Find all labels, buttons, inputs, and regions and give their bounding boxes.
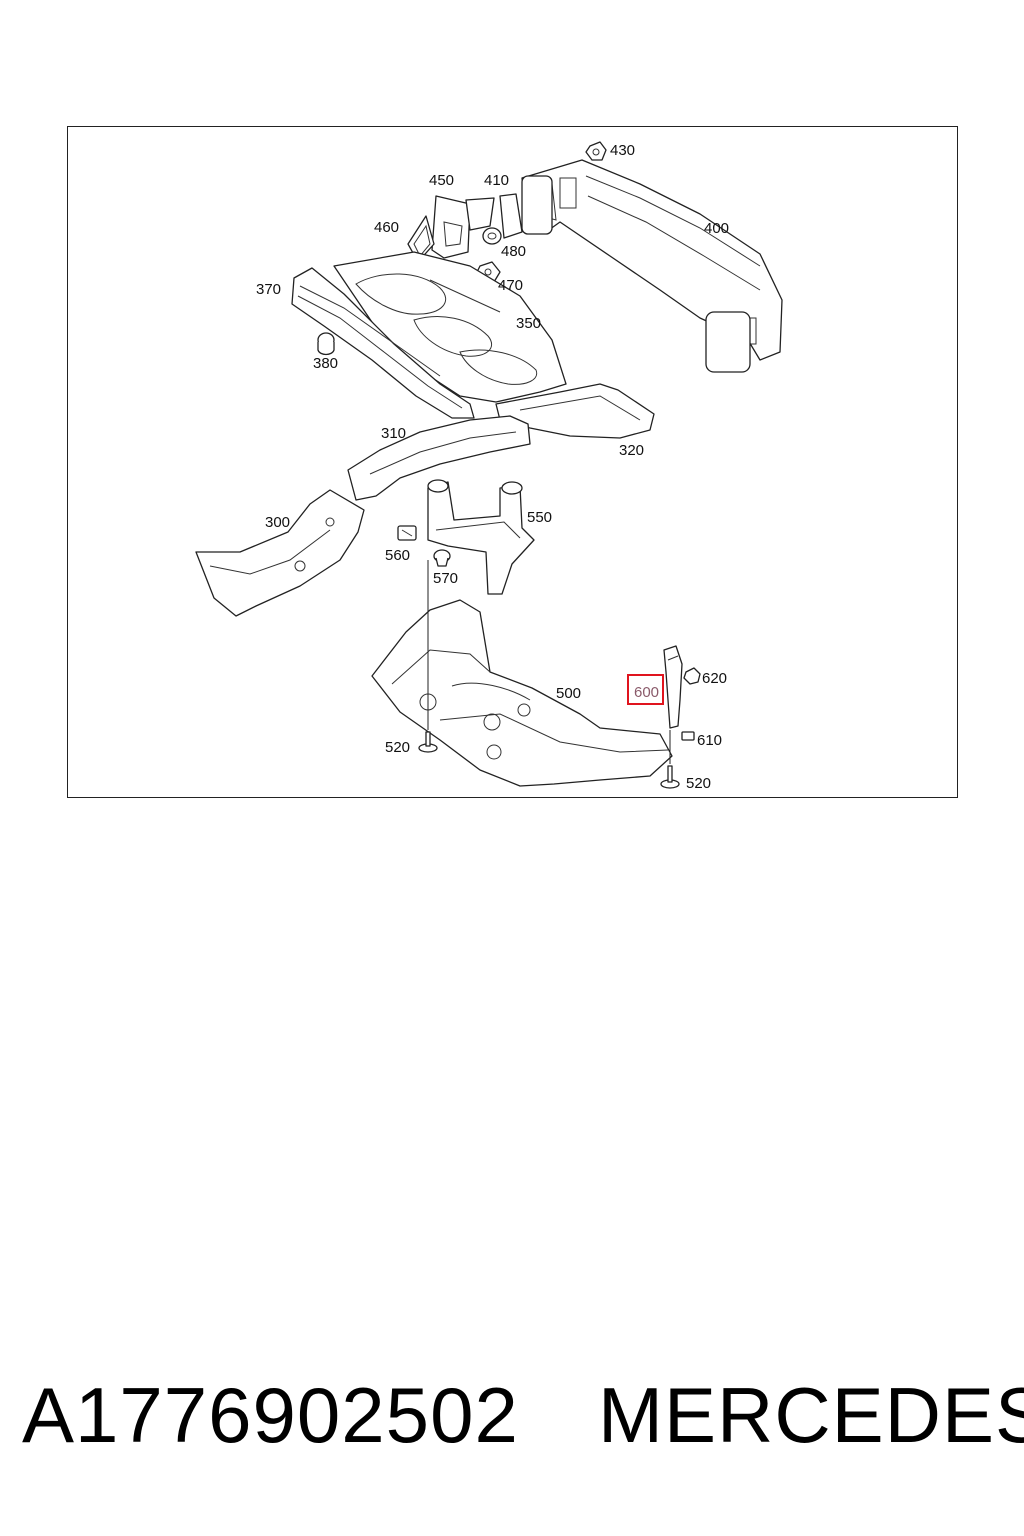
leader-lines: [427, 560, 671, 764]
part-370-sill: [291, 267, 475, 419]
part-310-member: [347, 415, 531, 501]
callout-600: 600: [634, 684, 659, 701]
part-520-bolt-b: [660, 765, 680, 789]
callout-470: 470: [498, 277, 523, 294]
brand-name: MERCEDES: [598, 1371, 1024, 1459]
part-570-grommet: [433, 549, 451, 567]
part-560-clip: [397, 525, 417, 541]
callout-410: 410: [484, 172, 509, 189]
callout-310: 310: [381, 425, 406, 442]
part-number: A1776902502: [22, 1371, 519, 1459]
callout-480: 480: [501, 243, 526, 260]
part-410-plate: [499, 193, 523, 239]
callout-350: 350: [516, 315, 541, 332]
callout-520-right: 520: [686, 775, 711, 792]
part-620-nut: [683, 667, 701, 685]
part-550-bracket: [427, 479, 535, 595]
callout-400: 400: [704, 220, 729, 237]
callout-620: 620: [702, 670, 727, 687]
part-600-bracket: [663, 645, 683, 729]
highlighted-callout-600: 600: [627, 674, 664, 705]
highlight-box: [627, 674, 664, 705]
callout-370: 370: [256, 281, 281, 298]
footer: A1776902502 MERCEDES: [0, 1370, 1024, 1480]
callout-520-left: 520: [385, 739, 410, 756]
callout-300: 300: [265, 514, 290, 531]
callout-450: 450: [429, 172, 454, 189]
callout-560: 560: [385, 547, 410, 564]
part-610-clip: [681, 731, 695, 741]
part-430-nut: [585, 141, 607, 161]
callout-610: 610: [697, 732, 722, 749]
part-400-crossmember: [521, 159, 783, 373]
part-300-member: [195, 489, 365, 617]
part-500-shield: [371, 599, 673, 787]
callout-500: 500: [556, 685, 581, 702]
callout-320: 320: [619, 442, 644, 459]
part-350-floor: [333, 251, 567, 403]
part-480-bushing: [482, 227, 502, 245]
callout-460: 460: [374, 219, 399, 236]
callout-550: 550: [527, 509, 552, 526]
callout-570: 570: [433, 570, 458, 587]
callout-430: 430: [610, 142, 635, 159]
callout-380: 380: [313, 355, 338, 372]
part-520-bolt-a: [418, 731, 438, 753]
part-450-bracket: [431, 195, 495, 259]
part-380-grommet: [317, 332, 335, 356]
